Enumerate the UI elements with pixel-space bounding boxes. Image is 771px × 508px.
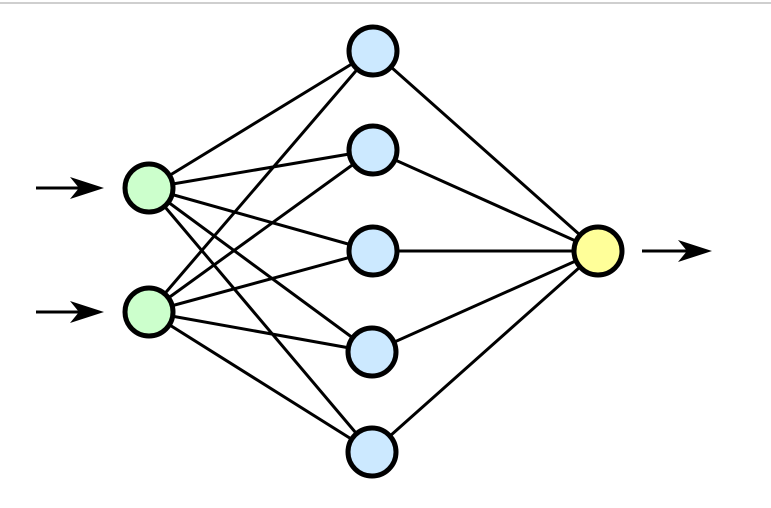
edge-input.0-to-hidden.2 (148, 186, 374, 253)
output-node-1 (571, 224, 625, 278)
edge-input.0-to-hidden.3 (148, 186, 373, 354)
hidden-node-5 (345, 425, 399, 479)
input-arrow-2-head (70, 301, 104, 323)
edge-input.0-to-hidden.1 (148, 148, 374, 190)
edge-input.1-to-hidden.4 (148, 310, 373, 454)
edge-input.0-to-hidden.0 (148, 49, 374, 190)
edge-input.1-to-hidden.3 (148, 310, 373, 354)
hidden-node-3 (346, 224, 400, 278)
edge-input.1-to-hidden.1 (148, 148, 374, 314)
edge-hidden.4-to-output.0 (371, 249, 599, 454)
input-node-1 (122, 161, 176, 215)
edge-hidden.1-to-output.0 (372, 148, 599, 253)
edge-hidden.3-to-output.0 (371, 249, 599, 354)
input-arrow-1-head (70, 177, 104, 199)
hidden-node-1 (346, 24, 400, 78)
hidden-node-2 (346, 123, 400, 177)
output-arrow-head (678, 240, 712, 262)
edge-input.0-to-hidden.4 (147, 187, 374, 453)
edge-input.1-to-hidden.2 (148, 249, 374, 314)
hidden-node-4 (345, 325, 399, 379)
edge-input.1-to-hidden.0 (147, 50, 375, 313)
input-node-2 (122, 285, 176, 339)
edge-hidden.0-to-output.0 (372, 49, 599, 253)
window-top-border (0, 2, 771, 4)
